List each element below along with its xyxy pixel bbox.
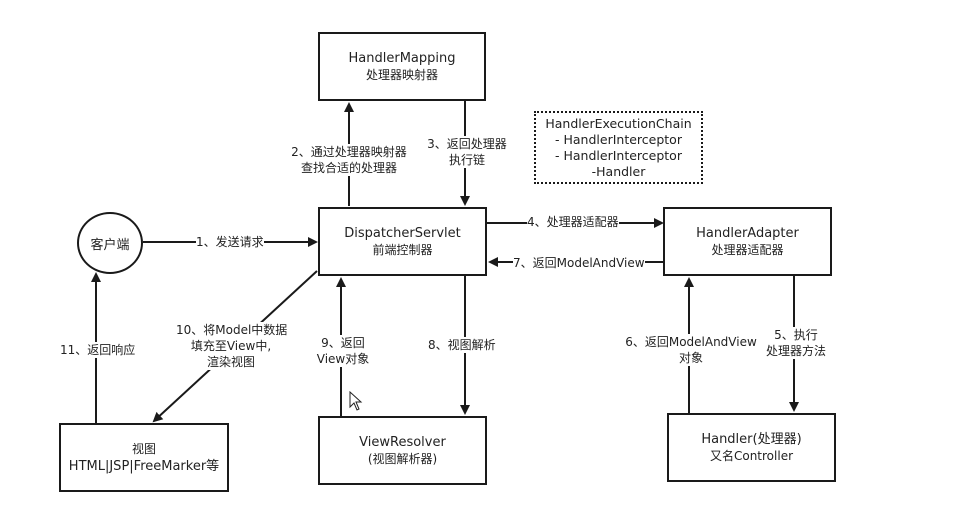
handler-adapter-subtitle: 处理器适配器 (711, 242, 784, 257)
edge-8-text: 8、视图解析 (428, 338, 496, 352)
edge-4-text: 4、处理器适配器 (527, 215, 619, 229)
edge-3-text-1: 3、返回处理器 (427, 137, 507, 151)
chain-line-3: - HandlerInterceptor (555, 147, 682, 163)
handler-subtitle: 又名Controller (709, 448, 794, 463)
handler-mapping-subtitle: 处理器映射器 (365, 67, 438, 82)
view-resolver-title: ViewResolver (359, 434, 446, 450)
edge-9-text-1: 9、返回 (321, 336, 365, 350)
view-node[interactable]: 视图 HTML|JSP|FreeMarker等 (59, 423, 229, 492)
edge-5-text-2: 处理器方法 (765, 344, 826, 358)
view-subtitle: HTML|JSP|FreeMarker等 (68, 458, 220, 474)
chain-line-2: - HandlerInterceptor (555, 131, 682, 147)
edge-6-text-1: 6、返回ModelAndView (625, 335, 757, 349)
handler-adapter-node[interactable]: HandlerAdapter 处理器适配器 (663, 207, 832, 276)
handler-mapping-title: HandlerMapping (348, 50, 456, 66)
handler-execution-chain-note: HandlerExecutionChain - HandlerIntercept… (534, 111, 703, 184)
edge-10-text-2: 填充至View中, (190, 339, 272, 353)
edge-9-text-2: View对象 (316, 352, 370, 366)
edge-6-text-2: 对象 (678, 351, 703, 365)
edge-11-text: 11、返回响应 (60, 343, 136, 357)
edge-10-label: 10、将Model中数据 填充至View中, 渲染视图 (176, 322, 288, 370)
edge-2-text-2: 查找合适的处理器 (300, 161, 397, 175)
edge-5-text-1: 5、执行 (774, 328, 818, 342)
edge-1-label: 1、发送请求 (196, 234, 264, 250)
view-resolver-subtitle: (视图解析器) (367, 451, 438, 466)
client-label: 客户端 (90, 237, 130, 253)
view-resolver-node[interactable]: ViewResolver (视图解析器) (318, 416, 487, 485)
edge-7-label: 7、返回ModelAndView (513, 255, 645, 271)
mouse-cursor-icon (349, 391, 363, 411)
edge-11-label: 11、返回响应 (60, 342, 136, 358)
chain-line-1: HandlerExecutionChain (545, 115, 692, 131)
edge-2-text-1: 2、通过处理器映射器 (291, 145, 407, 159)
edge-10-text-3: 渲染视图 (206, 355, 255, 369)
dispatcher-subtitle: 前端控制器 (372, 242, 433, 257)
handler-node[interactable]: Handler(处理器) 又名Controller (667, 413, 836, 482)
edge-7-text: 7、返回ModelAndView (513, 256, 645, 270)
edge-6-label: 6、返回ModelAndView 对象 (621, 334, 761, 366)
edge-10-text-1: 10、将Model中数据 (176, 323, 288, 337)
edge-3-label: 3、返回处理器 执行链 (420, 136, 514, 168)
edge-3-text-2: 执行链 (448, 153, 485, 167)
edge-5-label: 5、执行 处理器方法 (756, 327, 836, 359)
handler-title: Handler(处理器) (701, 431, 802, 447)
client-node[interactable]: 客户端 (77, 212, 143, 274)
handler-mapping-node[interactable]: HandlerMapping 处理器映射器 (318, 32, 486, 101)
edge-9-label: 9、返回 View对象 (312, 335, 374, 367)
dispatcher-servlet-node[interactable]: DispatcherServlet 前端控制器 (318, 207, 487, 276)
edge-2-label: 2、通过处理器映射器 查找合适的处理器 (284, 144, 414, 176)
chain-line-4: -Handler (591, 163, 646, 179)
dispatcher-title: DispatcherServlet (344, 225, 461, 241)
edge-4-label: 4、处理器适配器 (527, 214, 619, 230)
view-title: 视图 (131, 441, 156, 456)
edge-8-label: 8、视图解析 (428, 337, 496, 353)
edge-1-text: 1、发送请求 (196, 235, 264, 249)
handler-adapter-title: HandlerAdapter (696, 225, 799, 241)
